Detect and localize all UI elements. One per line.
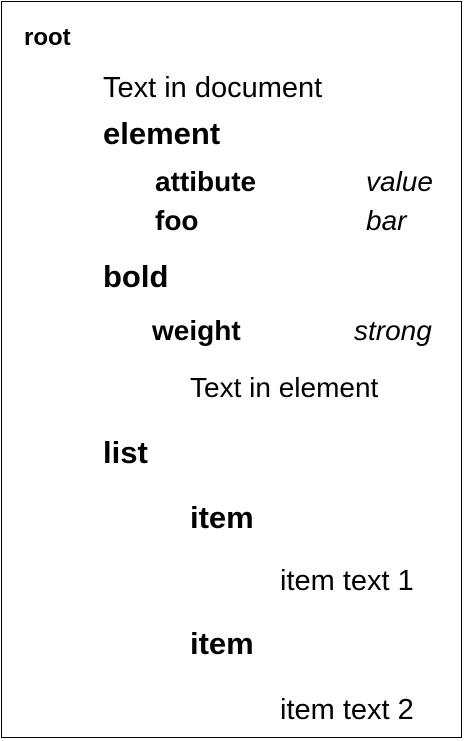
attribute-value: strong: [354, 315, 432, 346]
element-text-node: Text in element: [190, 372, 379, 403]
bold-node-label: bold: [103, 259, 169, 294]
element-node-label: element: [103, 116, 221, 151]
list-item-text: item text 2: [280, 694, 414, 726]
attribute-name: weight: [152, 315, 241, 346]
attribute-name: attibute: [155, 166, 257, 197]
attribute-name: foo: [155, 205, 199, 236]
root-node-label: root: [24, 24, 71, 51]
list-item-text: item text 1: [280, 565, 414, 597]
attribute-value: bar: [366, 205, 407, 236]
list-item-label: item: [190, 626, 254, 661]
attribute-value: value: [366, 166, 433, 197]
list-item-label: item: [190, 500, 254, 535]
document-text-node: Text in document: [103, 72, 323, 104]
list-node-label: list: [103, 435, 148, 470]
